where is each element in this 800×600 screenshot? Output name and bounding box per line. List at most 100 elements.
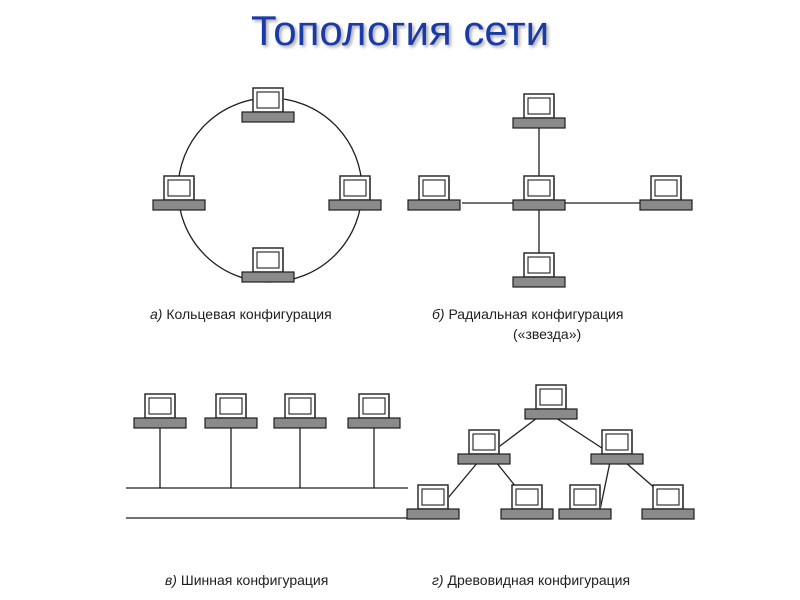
- ring-node-left: [152, 175, 206, 211]
- computer-icon: [512, 175, 566, 211]
- monitor-screen: [656, 488, 680, 506]
- keyboard-base: [241, 271, 295, 283]
- computer-icon: [457, 429, 511, 465]
- monitor-screen: [167, 179, 191, 197]
- monitor-screen: [288, 397, 312, 415]
- computer-icon: [204, 393, 258, 429]
- bus-node-4: [347, 393, 401, 429]
- keyboard-base: [641, 508, 695, 520]
- keyboard-base: [204, 417, 258, 429]
- caption-ring: а) Кольцевая конфигурация: [150, 306, 332, 322]
- keyboard-base: [558, 508, 612, 520]
- monitor-screen: [362, 397, 386, 415]
- keyboard-base: [590, 453, 644, 465]
- computer-icon: [407, 175, 461, 211]
- computer-icon: [241, 87, 295, 123]
- bus-node-2: [204, 393, 258, 429]
- tree-node-root: [524, 384, 578, 420]
- monitor-screen: [421, 488, 445, 506]
- star-node-bottom: [512, 252, 566, 288]
- computer-icon: [133, 393, 187, 429]
- computer-icon: [641, 484, 695, 520]
- tree-topology: [406, 384, 695, 520]
- keyboard-base: [457, 453, 511, 465]
- tree-node-leaf-2: [500, 484, 554, 520]
- ring-node-right: [328, 175, 382, 211]
- computer-icon: [590, 429, 644, 465]
- keyboard-base: [273, 417, 327, 429]
- star-node-top: [512, 93, 566, 129]
- monitor-screen: [573, 488, 597, 506]
- tree-node-left: [457, 429, 511, 465]
- keyboard-base: [347, 417, 401, 429]
- tree-link-left-a: [447, 461, 479, 499]
- computer-icon: [524, 384, 578, 420]
- caption-bus: в) Шинная конфигурация: [165, 572, 328, 588]
- computer-icon: [406, 484, 460, 520]
- caption-star-letter: б): [432, 306, 445, 322]
- monitor-screen: [343, 179, 367, 197]
- computer-icon: [241, 247, 295, 283]
- keyboard-base: [152, 199, 206, 211]
- tree-link-root-right: [555, 417, 609, 453]
- caption-star: б) Радиальная конфигурация: [432, 306, 623, 322]
- caption-tree: г) Древовидная конфигурация: [432, 572, 630, 588]
- star-node-left: [407, 175, 461, 211]
- tree-link-right-b: [624, 461, 658, 491]
- bus-node-3: [273, 393, 327, 429]
- star-node-right: [639, 175, 693, 211]
- monitor-screen: [472, 433, 496, 451]
- computer-icon: [558, 484, 612, 520]
- caption-star-text: Радиальная конфигурация: [448, 306, 624, 322]
- star-node-center: [512, 175, 566, 211]
- computer-icon: [512, 93, 566, 129]
- monitor-screen: [527, 256, 551, 274]
- caption-bus-text: Шинная конфигурация: [180, 572, 329, 588]
- monitor-screen: [515, 488, 539, 506]
- monitor-screen: [422, 179, 446, 197]
- tree-link-right-a: [599, 461, 611, 511]
- keyboard-base: [406, 508, 460, 520]
- monitor-screen: [256, 251, 280, 269]
- bus-topology: [126, 393, 408, 519]
- caption-ring-letter: а): [150, 306, 163, 322]
- computer-icon: [152, 175, 206, 211]
- tree-node-leaf-3: [558, 484, 612, 520]
- tree-node-leaf-4: [641, 484, 695, 520]
- monitor-screen: [527, 97, 551, 115]
- computer-icon: [500, 484, 554, 520]
- keyboard-base: [512, 199, 566, 211]
- computer-icon: [512, 252, 566, 288]
- keyboard-base: [512, 117, 566, 129]
- keyboard-base: [241, 111, 295, 123]
- monitor-screen: [256, 91, 280, 109]
- keyboard-base: [512, 276, 566, 288]
- monitor-screen: [539, 388, 563, 406]
- computer-icon: [639, 175, 693, 211]
- ring-node-top: [241, 87, 295, 123]
- ring-node-bottom: [241, 247, 295, 283]
- caption-tree-text: Древовидная конфигурация: [447, 572, 631, 588]
- tree-node-right: [590, 429, 644, 465]
- keyboard-base: [500, 508, 554, 520]
- monitor-screen: [654, 179, 678, 197]
- caption-ring-text: Кольцевая конфигурация: [166, 306, 332, 322]
- caption-tree-letter: г): [432, 572, 444, 588]
- monitor-screen: [148, 397, 172, 415]
- computer-icon: [347, 393, 401, 429]
- star-topology: [407, 93, 693, 288]
- caption-bus-letter: в): [165, 572, 177, 588]
- tree-node-leaf-1: [406, 484, 460, 520]
- ring-topology: [152, 87, 382, 283]
- computer-icon: [273, 393, 327, 429]
- bus-node-1: [133, 393, 187, 429]
- monitor-screen: [219, 397, 243, 415]
- keyboard-base: [639, 199, 693, 211]
- keyboard-base: [524, 408, 578, 420]
- keyboard-base: [407, 199, 461, 211]
- caption-star-line2: («звезда»): [513, 326, 582, 342]
- page-title: Топология сети: [250, 7, 550, 54]
- keyboard-base: [328, 199, 382, 211]
- monitor-screen: [605, 433, 629, 451]
